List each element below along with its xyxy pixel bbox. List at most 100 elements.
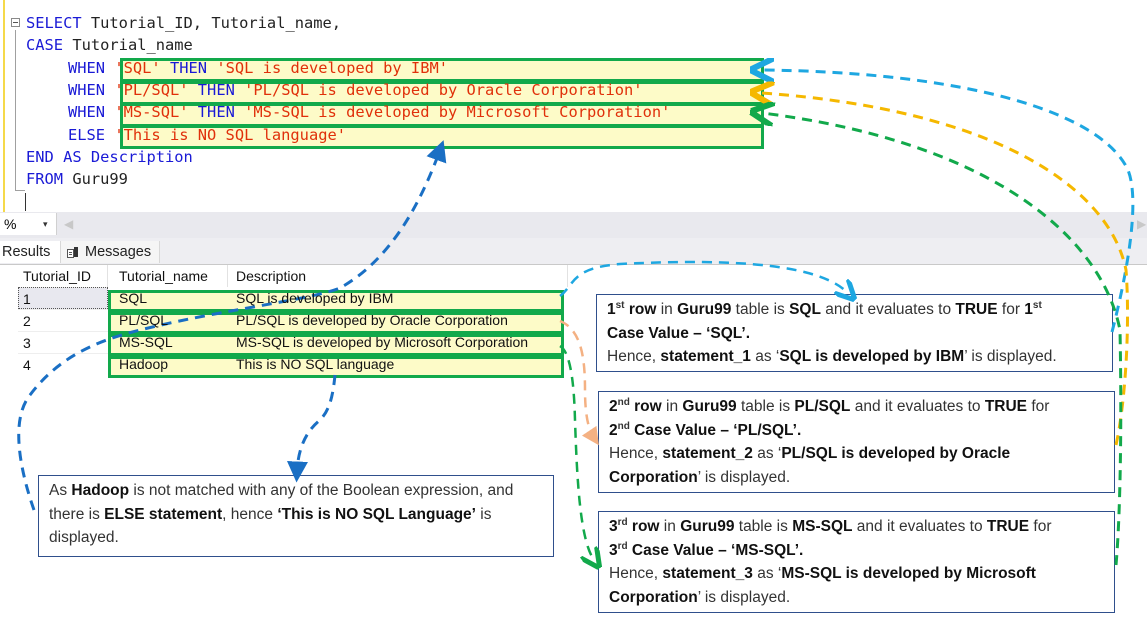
text: PL/SQL bbox=[794, 398, 851, 415]
keyword: THEN bbox=[169, 59, 208, 77]
identifier: Tutorial_name bbox=[63, 36, 193, 54]
text: 3 bbox=[609, 518, 618, 535]
tab-results[interactable]: Results bbox=[0, 241, 60, 263]
cell-description[interactable]: SQL is developed by IBM bbox=[236, 290, 394, 306]
tab-messages[interactable]: Messages bbox=[60, 241, 160, 263]
text: as ‘ bbox=[750, 348, 780, 365]
text: statement_1 bbox=[660, 348, 751, 365]
string-literal: 'SQL' bbox=[114, 59, 161, 77]
arrow-hadoop-row-to-else-callout bbox=[286, 374, 337, 483]
text: ’ is displayed. bbox=[697, 468, 791, 486]
cell-tutorial-name[interactable]: PL/SQL bbox=[119, 312, 169, 328]
results-tabs: Results Messages bbox=[0, 238, 1147, 265]
text: and it evaluates to bbox=[820, 301, 956, 318]
scroll-right-icon[interactable]: ▶ bbox=[1137, 217, 1147, 231]
fold-guide-end bbox=[15, 190, 25, 191]
string-literal: 'PL/SQL' bbox=[114, 81, 189, 99]
text: in bbox=[656, 301, 678, 318]
text: Guru99 bbox=[680, 518, 735, 535]
text: As bbox=[49, 482, 72, 499]
keyword: WHEN bbox=[68, 59, 106, 77]
text: TRUE bbox=[955, 301, 998, 318]
cell-tutorial-name[interactable]: Hadoop bbox=[119, 356, 169, 372]
text: Guru99 bbox=[677, 301, 732, 318]
column-header-tutorial-name[interactable]: Tutorial_name bbox=[112, 265, 228, 287]
text: Hence, bbox=[607, 348, 661, 365]
string-literal: 'This is NO SQL language' bbox=[114, 126, 347, 144]
cell-tutorial-id[interactable]: 2 bbox=[18, 309, 108, 331]
text: row bbox=[627, 518, 660, 535]
string-literal: 'MS-SQL is developed by Microsoft Corpor… bbox=[244, 103, 671, 121]
table-row[interactable]: 3 MS-SQL MS-SQL is developed by Microsof… bbox=[0, 331, 570, 353]
text: Case Value – ‘MS-SQL’. bbox=[627, 541, 804, 559]
string-literal: 'SQL is developed by IBM' bbox=[216, 59, 448, 77]
grid-header: Tutorial_ID Tutorial_name Description bbox=[0, 265, 570, 287]
text: for bbox=[1027, 398, 1050, 415]
when-1-highlight bbox=[120, 58, 764, 82]
cell-description[interactable]: MS-SQL is developed by Microsoft Corpora… bbox=[236, 334, 529, 350]
keyword: WHEN bbox=[68, 81, 106, 99]
cell-description[interactable]: This is NO SQL language bbox=[236, 356, 395, 372]
keyword: FROM bbox=[26, 170, 64, 188]
code-line-when-2: WHEN 'PL/SQL' THEN 'PL/SQL is developed … bbox=[68, 79, 643, 101]
sql-editor[interactable]: SELECT Tutorial_ID, Tutorial_name, CASE … bbox=[0, 0, 1147, 212]
keyword: THEN bbox=[197, 103, 235, 121]
column-header-description[interactable]: Description bbox=[228, 265, 568, 287]
text: table is bbox=[731, 301, 790, 318]
text: , hence bbox=[222, 505, 278, 523]
text: ’ is displayed. bbox=[964, 348, 1057, 365]
change-margin bbox=[3, 0, 5, 212]
cell-tutorial-id[interactable]: 3 bbox=[18, 331, 108, 353]
text: is displayed. bbox=[49, 505, 492, 547]
text: table is bbox=[736, 398, 795, 415]
text: for bbox=[997, 301, 1025, 318]
cell-tutorial-name[interactable]: SQL bbox=[119, 290, 148, 306]
text: Case Value – ‘SQL’. bbox=[607, 324, 751, 342]
text: ‘This is NO SQL Language’ bbox=[277, 505, 476, 523]
table-row[interactable]: 4 Hadoop This is NO SQL language bbox=[0, 353, 570, 375]
text: st bbox=[1032, 299, 1042, 311]
cell-tutorial-name[interactable]: MS-SQL bbox=[119, 334, 173, 350]
text: ELSE statement bbox=[104, 505, 223, 523]
identifier: Tutorial_ID, Tutorial_name, bbox=[81, 14, 342, 32]
scroll-left-icon[interactable]: ◀ bbox=[64, 217, 74, 231]
keyword: SELECT bbox=[26, 14, 82, 32]
keyword: Description bbox=[90, 148, 193, 166]
keyword: ELSE bbox=[68, 126, 106, 144]
text: Hadoop bbox=[71, 482, 130, 499]
table-row[interactable]: 2 PL/SQL PL/SQL is developed by Oracle C… bbox=[0, 309, 570, 331]
cell-tutorial-id[interactable]: 1 bbox=[18, 287, 108, 309]
text: MS-SQL is developed by Microsoft Corpora… bbox=[609, 565, 1036, 606]
cell-tutorial-id[interactable]: 4 bbox=[18, 353, 108, 375]
text: rd bbox=[617, 540, 628, 552]
callout-row-2: 2nd row in Guru99 table is PL/SQL and it… bbox=[598, 391, 1115, 493]
messages-icon bbox=[67, 247, 78, 258]
text: rd bbox=[617, 516, 628, 528]
text: Hence, bbox=[609, 445, 663, 462]
code-line-end: END AS Description bbox=[26, 146, 193, 168]
text: SQL bbox=[789, 301, 821, 318]
text: SQL is developed by IBM bbox=[779, 348, 965, 365]
text: 1 bbox=[1024, 301, 1033, 318]
chevron-down-icon[interactable]: ▾ bbox=[43, 219, 48, 229]
text: statement_2 bbox=[662, 445, 753, 462]
text: nd bbox=[617, 420, 630, 432]
text: statement_3 bbox=[662, 565, 753, 582]
text: Hence, bbox=[609, 565, 663, 582]
fold-guide bbox=[15, 30, 16, 190]
collapse-icon[interactable] bbox=[11, 18, 20, 27]
code-line-when-3: WHEN 'MS-SQL' THEN 'MS-SQL is developed … bbox=[68, 101, 670, 123]
zoom-dropdown[interactable]: % ▾ bbox=[0, 213, 57, 235]
zoom-value: % bbox=[4, 216, 17, 232]
table-row[interactable]: 1 SQL SQL is developed by IBM bbox=[0, 287, 570, 309]
text-caret bbox=[25, 193, 26, 211]
text: row bbox=[629, 398, 662, 415]
text: MS-SQL bbox=[792, 518, 853, 535]
text: 2 bbox=[609, 398, 618, 415]
cell-description[interactable]: PL/SQL is developed by Oracle Corporatio… bbox=[236, 312, 508, 328]
text: in bbox=[659, 518, 681, 535]
arrow-grid-row1-to-callout1 bbox=[559, 260, 848, 296]
arrow-grid-row3-to-callout3 bbox=[559, 344, 594, 560]
column-header-tutorial-id[interactable]: Tutorial_ID bbox=[18, 265, 108, 287]
callout-else: As Hadoop is not matched with any of the… bbox=[38, 475, 554, 557]
